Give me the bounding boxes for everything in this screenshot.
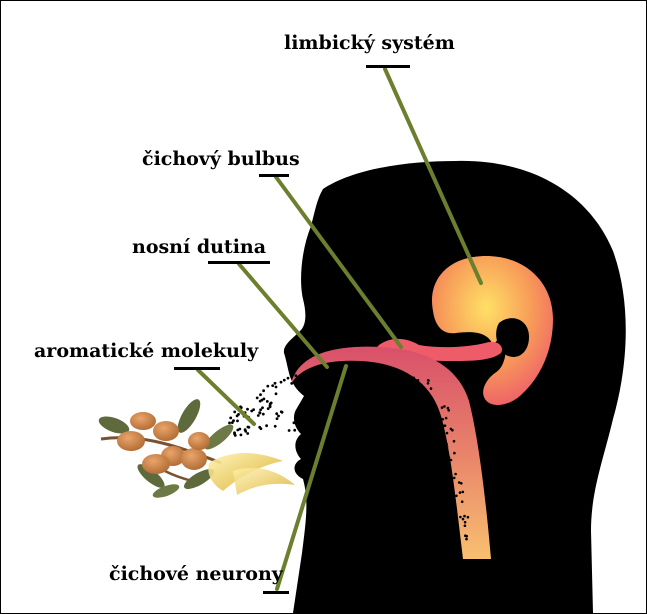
- label-underline-bulbus: [259, 174, 289, 177]
- label-aromatic-molecules: aromatické molekuly: [34, 340, 258, 362]
- label-olfactory-bulbus: čichový bulbus: [142, 148, 300, 170]
- label-limbic-system: limbický systém: [284, 32, 455, 54]
- leader-line-molecules: [198, 370, 254, 424]
- label-underline-neurons: [263, 591, 289, 594]
- label-underline-nasal: [208, 261, 270, 264]
- label-underline-limbic: [366, 65, 410, 68]
- argan-branch-illustration: [97, 396, 295, 500]
- label-nasal-cavity: nosní dutina: [132, 236, 266, 258]
- label-underline-molecules: [174, 367, 220, 370]
- label-olfactory-neurons: čichové neurony: [109, 563, 283, 585]
